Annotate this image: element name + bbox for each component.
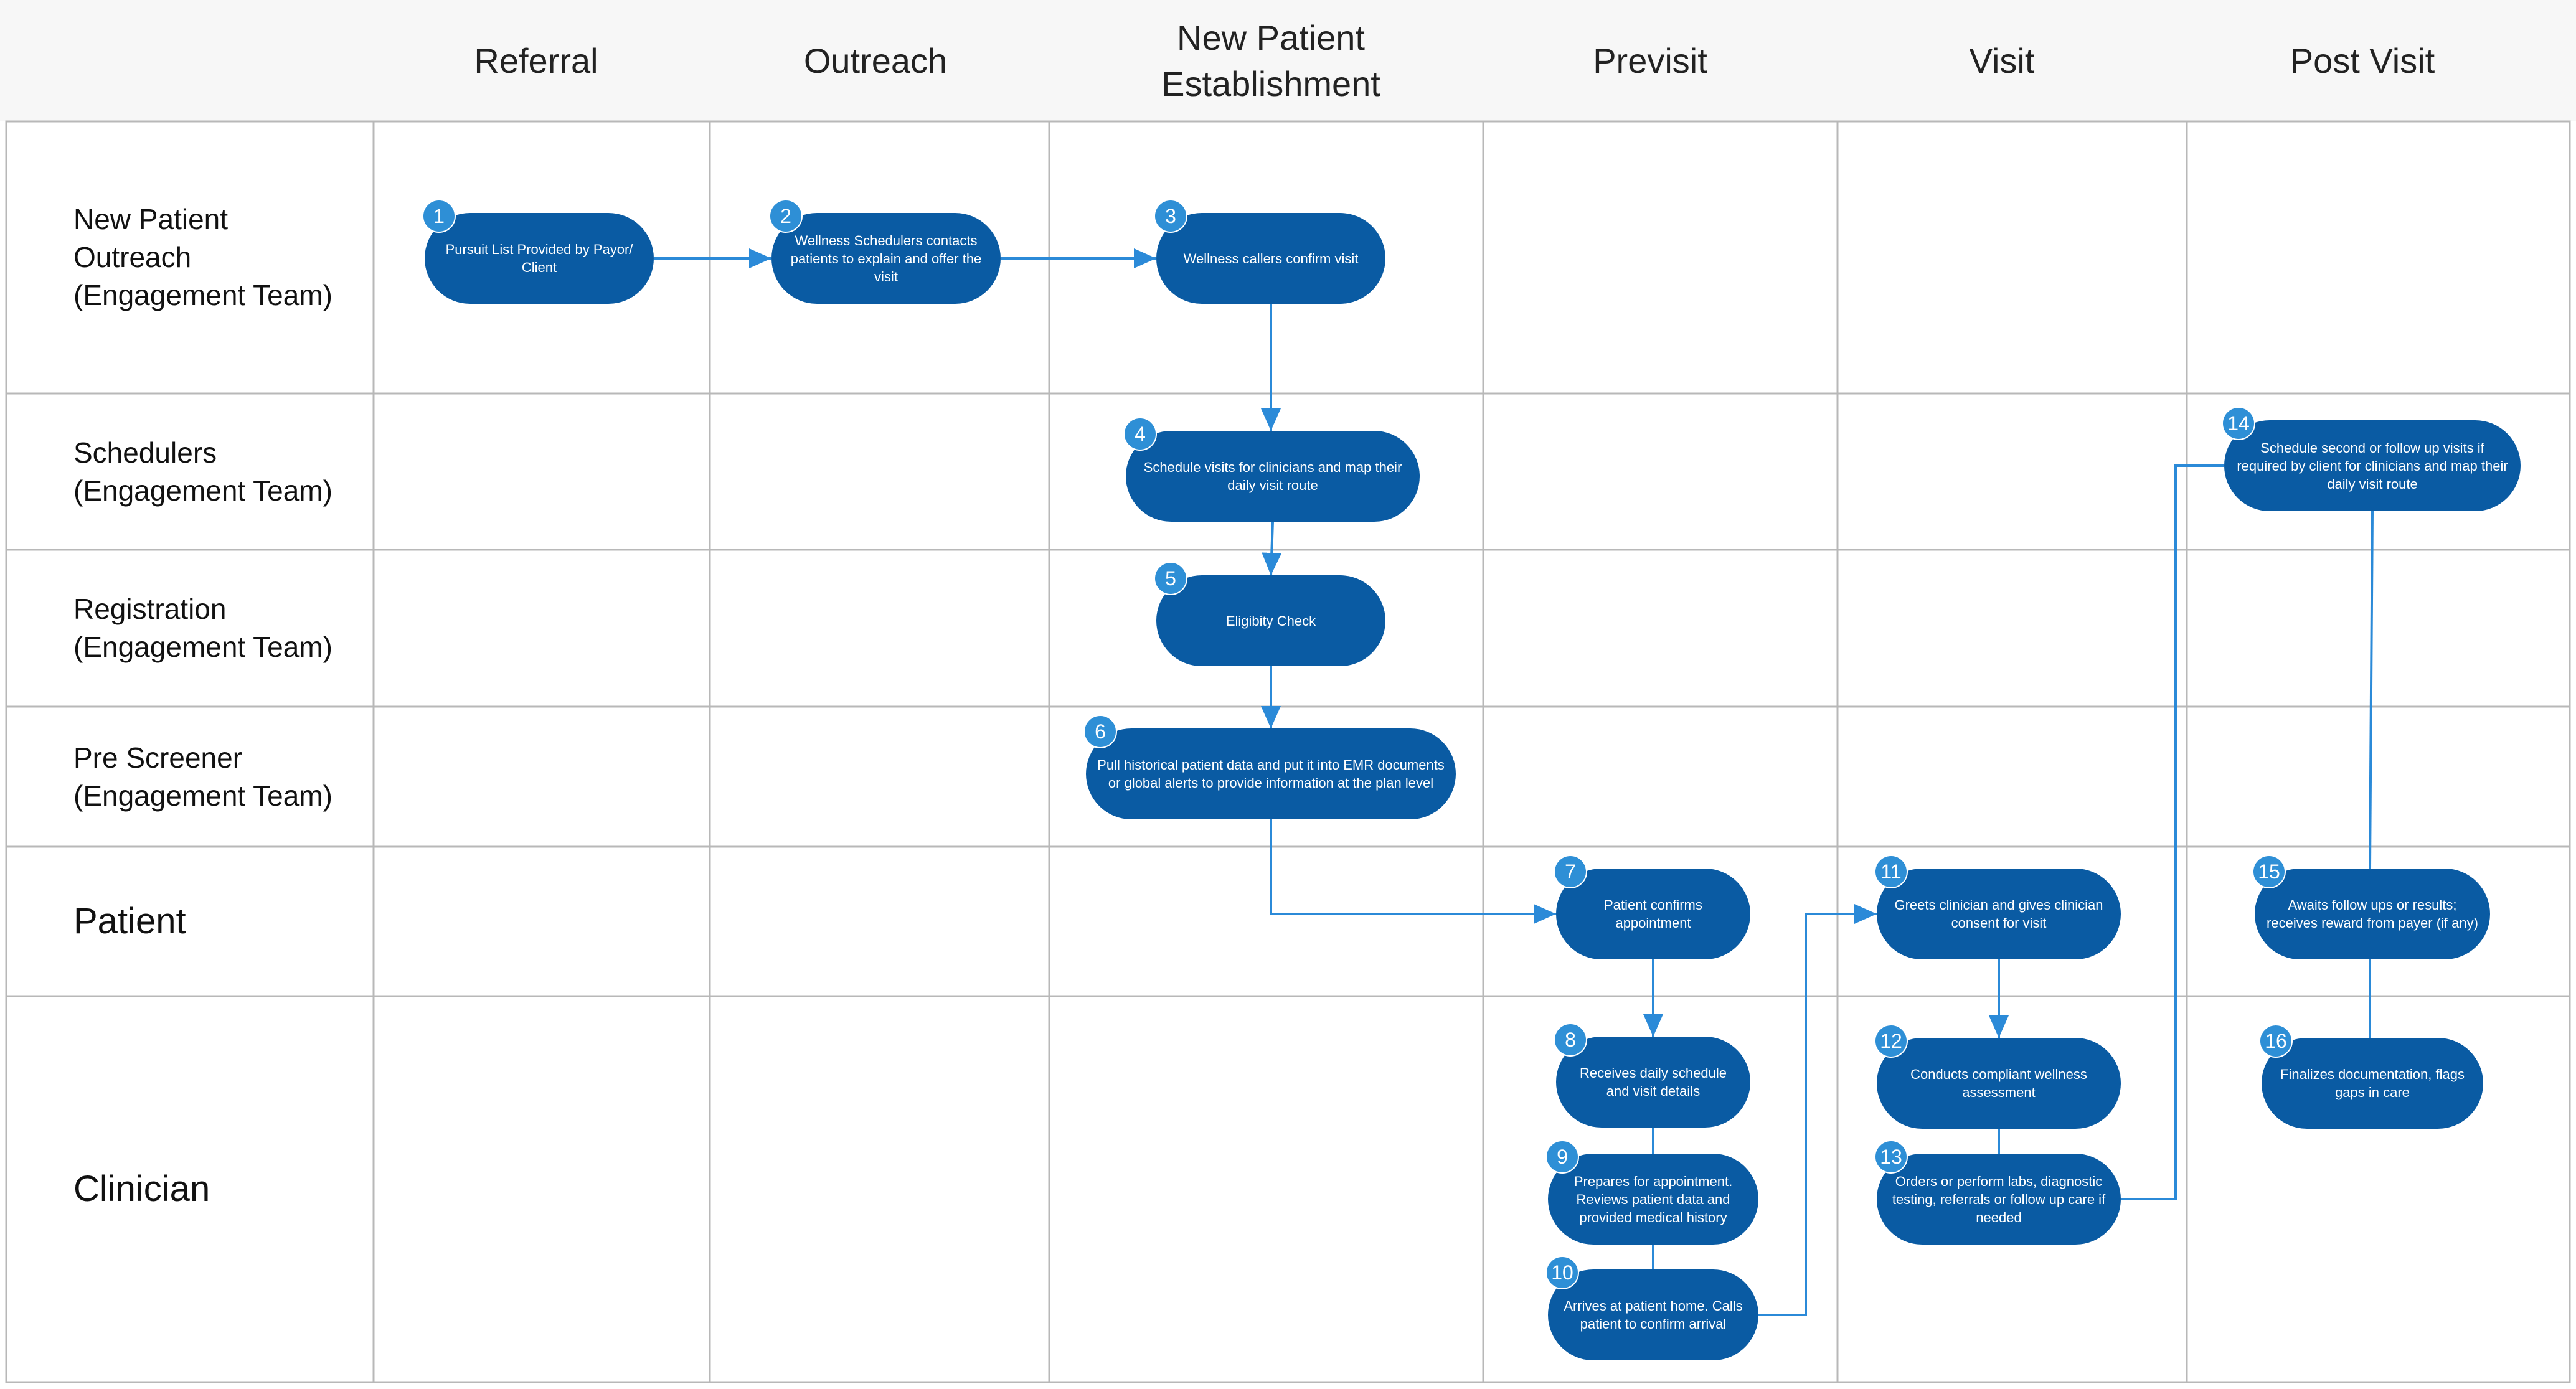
step-16-badge: 16 bbox=[2259, 1024, 2293, 1058]
lane-label-patient: Patient bbox=[73, 901, 186, 941]
step-9-node: Prepares for appointment. Reviews patien… bbox=[1548, 1154, 1758, 1245]
step-16-node: Finalizes documentation, flags gaps in c… bbox=[2262, 1038, 2483, 1129]
step-12-node: Conducts compliant wellness assessment bbox=[1877, 1038, 2121, 1129]
column-header-visit: Visit bbox=[1969, 40, 2035, 80]
step-15-node: Awaits follow ups or results; receives r… bbox=[2255, 869, 2490, 959]
column-header-previsit: Previsit bbox=[1593, 40, 1707, 80]
column-header-post-visit: Post Visit bbox=[2290, 40, 2435, 80]
connector-line bbox=[1758, 904, 1877, 1316]
lane-label-clinician: Clinician bbox=[73, 1169, 210, 1209]
lane-label-registration: Registration (Engagement Team) bbox=[73, 593, 333, 663]
lane-label-outreach: New Patient Outreach (Engagement Team) bbox=[73, 203, 333, 311]
connector-line bbox=[2121, 464, 2224, 1200]
step-5-node: Eligibity Check bbox=[1156, 575, 1385, 666]
step-6-node: Pull historical patient data and put it … bbox=[1086, 728, 1456, 819]
column-header-referral: Referral bbox=[474, 40, 598, 80]
step-4-badge: 4 bbox=[1123, 417, 1157, 451]
step-9-badge: 9 bbox=[1545, 1140, 1579, 1174]
step-3-badge: 3 bbox=[1154, 199, 1187, 233]
step-14-badge: 14 bbox=[2222, 407, 2255, 440]
step-8-badge: 8 bbox=[1554, 1023, 1587, 1057]
column-header-establishment: New Patient Establishment bbox=[1161, 17, 1380, 103]
step-11-badge: 11 bbox=[1874, 855, 1908, 888]
step-10-badge: 10 bbox=[1545, 1256, 1579, 1289]
step-12-badge: 12 bbox=[1874, 1024, 1908, 1058]
step-10-node: Arrives at patient home. Calls patient t… bbox=[1548, 1269, 1758, 1360]
lane-label-prescreener: Pre Screener (Engagement Team) bbox=[73, 741, 333, 812]
step-5-badge: 5 bbox=[1154, 562, 1187, 595]
step-2-badge: 2 bbox=[769, 199, 803, 233]
lane-label-schedulers: Schedulers (Engagement Team) bbox=[73, 436, 333, 507]
step-8-node: Receives daily schedule and visit detail… bbox=[1556, 1037, 1750, 1128]
column-header-outreach: Outreach bbox=[803, 40, 948, 80]
step-2-node: Wellness Schedulers contacts patients to… bbox=[771, 213, 1001, 304]
step-13-node: Orders or perform labs, diagnostic testi… bbox=[1877, 1154, 2121, 1245]
step-1-node: Pursuit List Provided by Payor/ Client bbox=[425, 213, 654, 304]
grid-frame bbox=[5, 120, 2571, 1383]
column-header-band bbox=[0, 0, 2576, 121]
step-11-node: Greets clinician and gives clinician con… bbox=[1877, 869, 2121, 959]
connector-line bbox=[2369, 511, 2374, 869]
step-15-badge: 15 bbox=[2252, 855, 2286, 888]
step-7-badge: 7 bbox=[1554, 855, 1587, 888]
step-14-node: Schedule second or follow up visits if r… bbox=[2224, 420, 2521, 511]
step-13-badge: 13 bbox=[1874, 1140, 1908, 1174]
step-4-node: Schedule visits for clinicians and map t… bbox=[1126, 431, 1420, 522]
step-3-node: Wellness callers confirm visit bbox=[1156, 213, 1385, 304]
connector-line bbox=[1262, 521, 1282, 576]
step-6-badge: 6 bbox=[1083, 715, 1117, 748]
connector-line bbox=[1270, 819, 1556, 924]
step-7-node: Patient confirms appointment bbox=[1556, 869, 1750, 959]
step-1-badge: 1 bbox=[422, 199, 456, 233]
